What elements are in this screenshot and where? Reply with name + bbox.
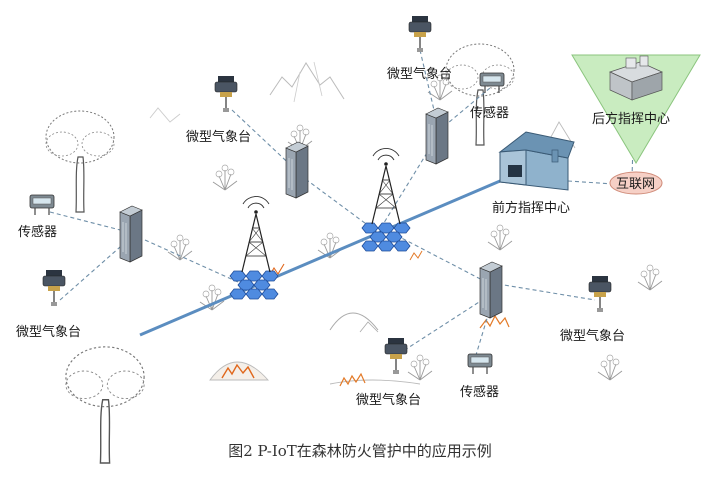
- weather-station-left-icon: [42, 269, 66, 307]
- weather-station-bottom-icon: [384, 337, 408, 375]
- figure-caption: 图2 P-IoT在森林防火管护中的应用示例: [228, 442, 492, 460]
- internet-node: [609, 171, 663, 195]
- weather-station-top-icon: [408, 15, 432, 53]
- front-command-center-house: [498, 131, 575, 191]
- label-weather-station-right: 微型气象台: [560, 328, 625, 344]
- cell-tower-left-icon: [241, 195, 271, 273]
- sensor-bottom-icon: [467, 353, 493, 375]
- label-weather-station-top: 微型气象台: [387, 66, 452, 82]
- label-weather-station-bottom: 微型气象台: [356, 392, 421, 408]
- label-rear-command-center: 后方指挥中心: [592, 111, 670, 127]
- label-weather-station-upper-left: 微型气象台: [186, 129, 251, 145]
- label-sensor-bottom: 传感器: [460, 384, 499, 400]
- gateway-right-icon: [479, 261, 503, 319]
- cell-tower-right-icon: [371, 147, 401, 225]
- rear-command-center: [571, 54, 701, 164]
- label-internet: 互联网: [616, 177, 655, 192]
- gateway-upper-icon: [285, 141, 309, 199]
- weather-station-right-icon: [588, 275, 612, 313]
- gateway-top-icon: [425, 107, 449, 165]
- weather-station-upper-left-icon: [214, 75, 238, 113]
- label-sensor-top: 传感器: [470, 105, 509, 121]
- server-building-icon: [609, 55, 663, 101]
- label-sensor-left: 传感器: [18, 224, 57, 240]
- label-front-command-center: 前方指挥中心: [492, 200, 570, 216]
- label-weather-station-left: 微型气象台: [16, 324, 81, 340]
- hex-grid-left: [229, 270, 279, 300]
- gateway-left-icon: [119, 205, 143, 263]
- backbone-link: [139, 179, 501, 337]
